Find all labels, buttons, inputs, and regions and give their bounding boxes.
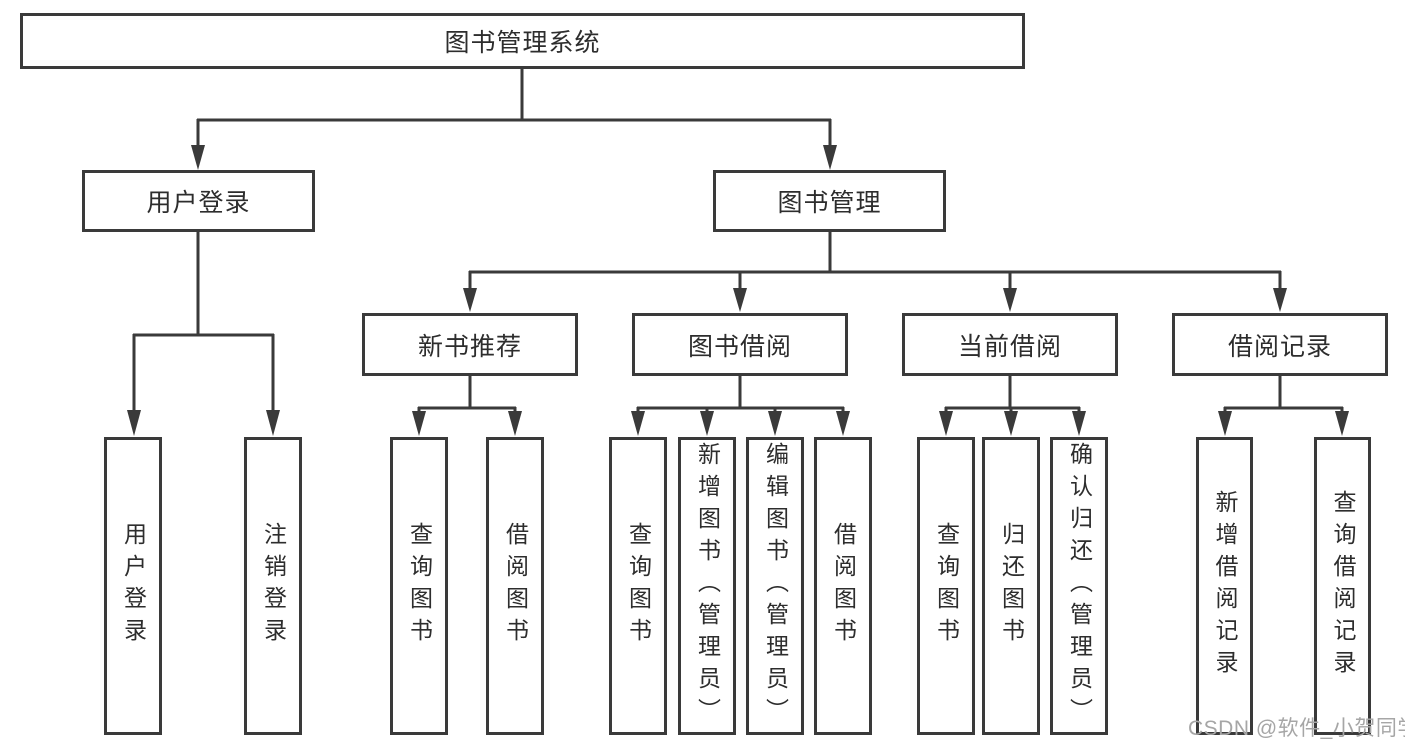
connector-current-borrow <box>944 376 1081 413</box>
arrow-down-icon <box>191 145 205 170</box>
leaf-borrow-add-book-admin: 新增图书（管理员） <box>678 437 736 735</box>
leaf-recommend-query-book: 查询图书 <box>390 437 448 735</box>
leaf-label: 注销登录 <box>260 522 287 650</box>
leaf-recommend-borrow-book: 借阅图书 <box>486 437 544 735</box>
leaf-label: 借阅图书 <box>830 522 857 650</box>
leaf-label: 查询借阅记录 <box>1330 490 1356 682</box>
leaf-borrow-query-book: 查询图书 <box>609 437 667 735</box>
node-root-system: 图书管理系统 <box>20 13 1025 69</box>
leaf-records-query-record: 查询借阅记录 <box>1314 437 1371 735</box>
leaf-current-return-book: 归还图书 <box>982 437 1040 735</box>
arrow-down-icon <box>127 410 141 436</box>
leaf-logout: 注销登录 <box>244 437 302 735</box>
arrow-down-icon <box>768 411 782 436</box>
leaf-records-add-record: 新增借阅记录 <box>1196 437 1253 735</box>
watermark: CSDN @软件_小贺同学 <box>1188 717 1405 740</box>
node-book-borrow: 图书借阅 <box>632 313 848 376</box>
arrow-down-icon <box>463 288 477 312</box>
arrow-down-icon <box>412 411 426 436</box>
arrow-down-icon <box>1003 288 1017 312</box>
connector-book-management <box>468 232 1282 290</box>
leaf-label: 查询图书 <box>625 522 652 650</box>
leaf-label: 编辑图书（管理员） <box>762 442 789 730</box>
leaf-borrow-edit-book-admin: 编辑图书（管理员） <box>746 437 804 735</box>
arrowheads <box>127 145 1349 436</box>
node-new-book-recommend: 新书推荐 <box>362 313 578 376</box>
arrow-down-icon <box>1218 411 1232 436</box>
leaf-label: 新增借阅记录 <box>1212 490 1238 682</box>
leaf-current-query-book: 查询图书 <box>917 437 975 735</box>
arrow-down-icon <box>1273 288 1287 312</box>
node-borrow-records: 借阅记录 <box>1172 313 1388 376</box>
leaf-label: 归还图书 <box>998 522 1025 650</box>
leaf-user-login: 用户登录 <box>104 437 162 735</box>
connector-root <box>196 69 832 147</box>
connector-book-borrow <box>636 376 845 413</box>
leaf-label: 查询图书 <box>406 522 433 650</box>
arrow-down-icon <box>631 411 645 436</box>
leaf-label: 新增图书（管理员） <box>694 442 721 730</box>
arrow-down-icon <box>836 411 850 436</box>
leaf-label: 确认归还（管理员） <box>1066 442 1093 730</box>
connector-user-login <box>132 232 275 412</box>
node-current-borrow: 当前借阅 <box>902 313 1118 376</box>
leaf-label: 查询图书 <box>933 522 960 650</box>
node-user-login: 用户登录 <box>82 170 315 232</box>
arrow-down-icon <box>1335 411 1349 436</box>
connector-borrow-records <box>1223 376 1344 413</box>
arrow-down-icon <box>700 411 714 436</box>
arrow-down-icon <box>1004 411 1018 436</box>
connector-new-book-recommend <box>417 376 517 413</box>
arrow-down-icon <box>266 410 280 436</box>
arrow-down-icon <box>733 288 747 312</box>
arrow-down-icon <box>508 411 522 436</box>
arrow-down-icon <box>939 411 953 436</box>
leaf-borrow-borrow-book: 借阅图书 <box>814 437 872 735</box>
leaf-label: 用户登录 <box>120 522 147 650</box>
node-book-management: 图书管理 <box>713 170 946 232</box>
arrow-down-icon <box>1072 411 1086 436</box>
arrow-down-icon <box>823 145 837 170</box>
leaf-label: 借阅图书 <box>502 522 529 650</box>
leaf-current-confirm-return-admin: 确认归还（管理员） <box>1050 437 1108 735</box>
